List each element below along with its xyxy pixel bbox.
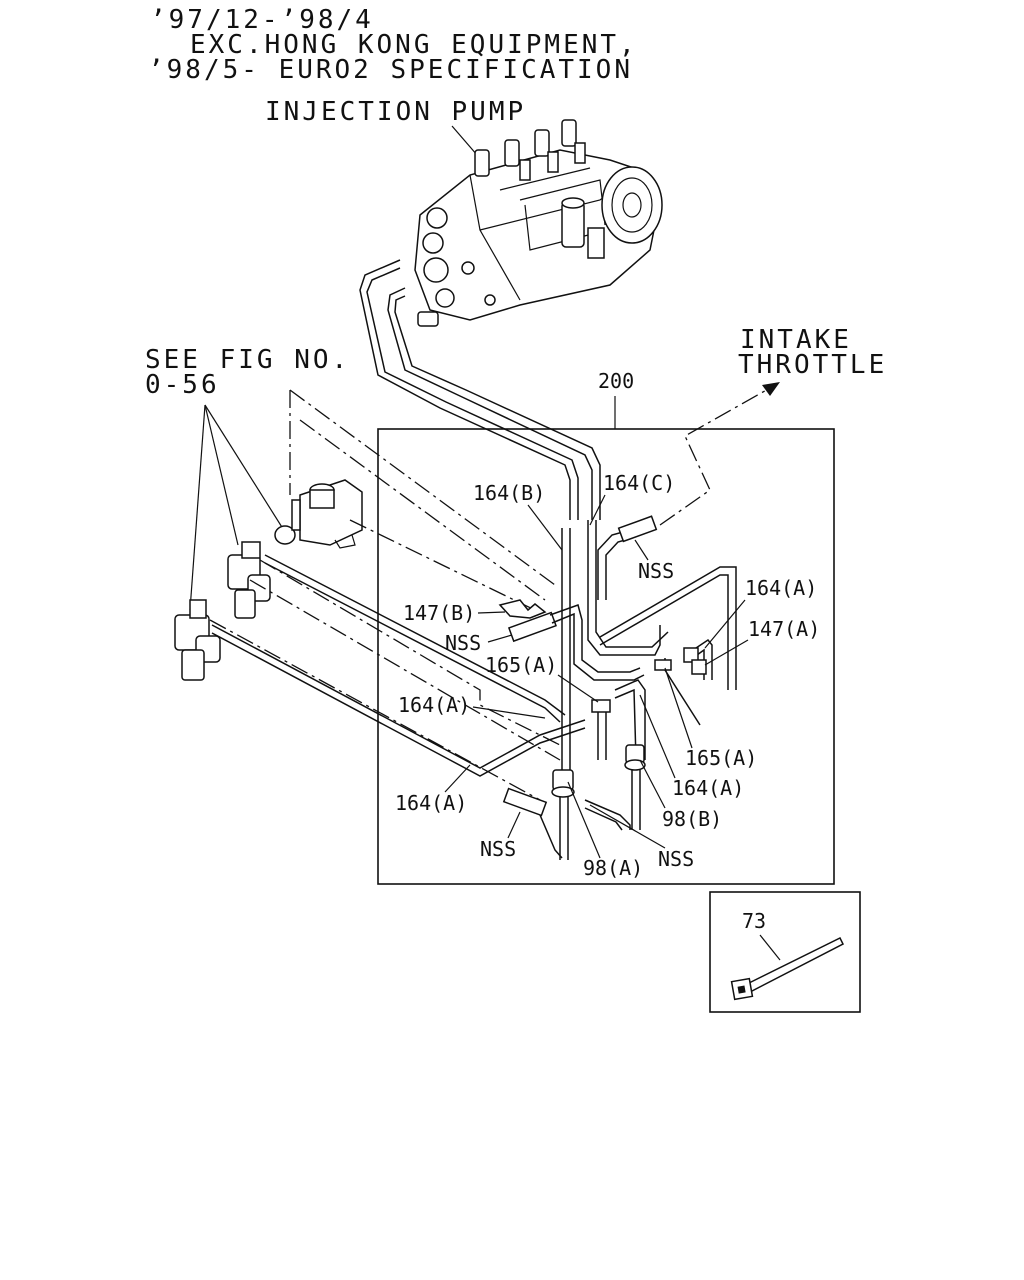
check-valve-98b (624, 744, 646, 830)
dash-line-f (249, 579, 561, 761)
pipe-to-right-2 (599, 566, 737, 690)
pump-pipe-outer-2 (366, 267, 579, 520)
leader-147b (477, 611, 506, 614)
hose-164a-lower (211, 624, 586, 769)
intake-throttle-label-2: THROTTLE (738, 350, 887, 380)
see-fig-leader-1 (204, 404, 286, 533)
dash-line-g (209, 619, 541, 801)
see-fig-leader-2 (204, 404, 239, 546)
leader-164a-right (704, 599, 746, 649)
label-nss-top: NSS (638, 559, 674, 583)
label-98b: 98(B) (662, 807, 722, 831)
label-165a-left: 165(A) (485, 653, 557, 677)
header-line-3: ’98/5- EURO2 SPECIFICATION (148, 55, 633, 85)
label-164a-right: 164(A) (745, 576, 817, 600)
leader-164c (589, 494, 606, 526)
hose-from-middle-valve-2 (264, 562, 561, 723)
intake-throttle-label-1: INTAKE (740, 325, 852, 355)
pipe-164a-lower-right (614, 679, 646, 760)
header-line-1: ’97/12-’98/4 (150, 5, 374, 35)
dash-line-e (259, 559, 561, 746)
see-fig-leader-3 (189, 404, 206, 611)
hose-164a-lower-2 (211, 632, 586, 777)
fitting-164a-right (683, 647, 699, 663)
cable-tie-73 (730, 936, 845, 1001)
pipe-164c-2 (595, 520, 669, 648)
leader-nss-top (634, 539, 649, 561)
leader-98a (567, 781, 601, 859)
dash-line-d (349, 519, 546, 616)
pipe-147b-2 (551, 612, 645, 681)
label-165a-right: 165(A) (685, 746, 757, 770)
label-164a-mid: 164(A) (398, 693, 470, 717)
pump-pipe-inner-2 (394, 295, 601, 520)
label-147a: 147(A) (748, 617, 820, 641)
vsv-valve-top (274, 479, 363, 549)
vsv-valve-lower (174, 599, 221, 681)
leader-147a (704, 639, 749, 666)
part-73-box (709, 891, 861, 1013)
intake-throttle-route (659, 387, 771, 526)
see-fig-label-2: 0-56 (145, 370, 220, 400)
leader-164a-mid (472, 706, 546, 719)
dash-line-c (299, 419, 546, 601)
label-nss-bottom-left: NSS (480, 837, 516, 861)
nss-left-fitting (507, 611, 557, 643)
clip-147b (498, 599, 547, 619)
leader-nss-left (487, 634, 513, 643)
fitting-165a-right (654, 659, 672, 671)
pipe-147b (549, 604, 641, 673)
leader-164b (527, 504, 563, 551)
nss-top-fitting (617, 515, 658, 543)
box-number-label: 200 (598, 369, 634, 393)
label-164c: 164(C) (603, 471, 675, 495)
label-147b: 147(B) (403, 601, 475, 625)
label-nss-bottom-right: NSS (658, 847, 694, 871)
pump-pipe-inner (387, 287, 593, 520)
intake-throttle-arrow-icon (762, 382, 780, 396)
assembly-box-200 (377, 428, 835, 885)
pump-pipe-outer (359, 259, 571, 520)
pipe-164c (587, 520, 661, 656)
label-73: 73 (742, 909, 766, 933)
injection-pump-label: INJECTION PUMP (265, 97, 526, 127)
leader-nss-bottom-left (507, 811, 521, 839)
clip-147a (691, 659, 707, 675)
label-98a: 98(A) (583, 856, 643, 880)
leader-73 (759, 934, 781, 961)
pipe-to-right (599, 574, 729, 690)
label-164b: 164(B) (473, 481, 545, 505)
leader-165a-left (557, 674, 599, 703)
header-line-2: EXC.HONG KONG EQUIPMENT, (190, 30, 638, 60)
label-nss-left: NSS (445, 631, 481, 655)
nss-top-hose-2 (605, 537, 633, 600)
label-164a-bottom-left: 164(A) (395, 791, 467, 815)
check-valve-98a (551, 769, 575, 860)
label-164a-lower-right: 164(A) (672, 776, 744, 800)
tee-165a-left (591, 699, 611, 713)
see-fig-label-1: SEE FIG NO. (145, 345, 350, 375)
pipe-164a-lower-right-2 (614, 688, 637, 761)
leader-164a-bottom-left (444, 764, 471, 793)
nss-bottom-right-hose-2 (584, 807, 623, 831)
nss-bottom-left-fitting (502, 787, 548, 817)
dash-line-b (289, 389, 556, 586)
nss-bottom-left-hose (539, 814, 563, 859)
leader-98b (639, 759, 666, 809)
leader-165a-right (664, 667, 693, 749)
injection-pump-drawing (414, 119, 663, 327)
leader-nss-bottom-right (589, 804, 666, 849)
hose-from-middle-valve (264, 554, 566, 716)
leader-164a-lower-right (639, 694, 676, 779)
vsv-valve-middle (227, 541, 271, 619)
